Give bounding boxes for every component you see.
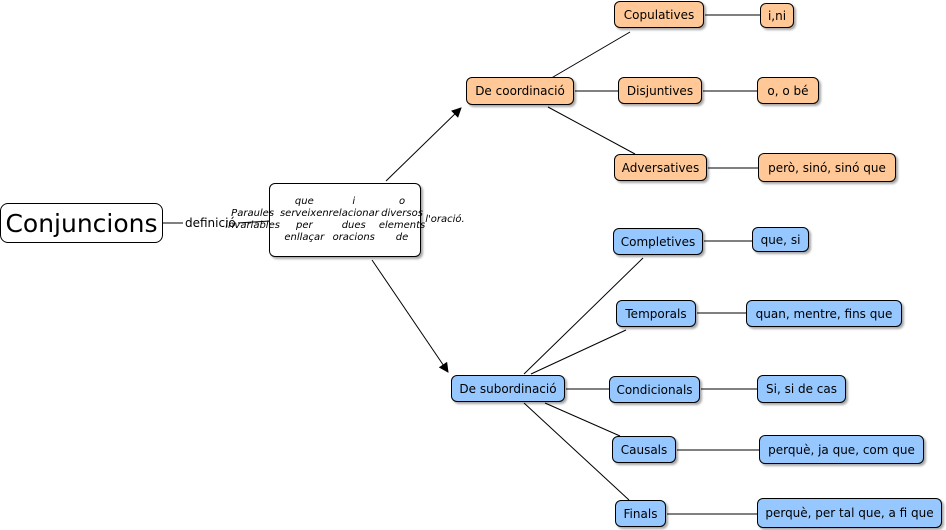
adversatives-node[interactable]: Adversatives — [614, 154, 707, 181]
copulatives-node[interactable]: Copulatives — [614, 1, 704, 28]
link-coord-copulatives — [547, 31, 631, 81]
copulatives-example-node[interactable]: i,ni — [760, 3, 794, 28]
link-sub-completives — [523, 257, 644, 375]
disjuntives-example-node[interactable]: o, o bé — [757, 77, 819, 104]
link-coord-adversatives — [547, 106, 636, 155]
disjuntives-node[interactable]: Disjuntives — [618, 77, 702, 104]
link-sub-causals — [544, 402, 621, 437]
causals-node[interactable]: Causals — [612, 436, 676, 463]
condicionals-node[interactable]: Condicionals — [609, 376, 700, 403]
coordination-node[interactable]: De coordinació — [466, 77, 574, 105]
finals-example-node[interactable]: perquè, per tal que, a fi que — [757, 498, 942, 528]
definition-line-4: o diversos elements de — [378, 196, 426, 243]
subordination-node[interactable]: De subordinació — [451, 375, 565, 402]
completives-example-node[interactable]: que, si — [752, 227, 809, 252]
temporals-node[interactable]: Temporals — [616, 300, 696, 327]
arrow-to-subordination — [371, 259, 449, 373]
definition-line-2: que serveixen per enllaçar — [279, 196, 329, 243]
causals-example-node[interactable]: perquè, ja que, com que — [759, 435, 924, 464]
main-concept-node[interactable]: Conjuncions — [0, 203, 163, 243]
finals-node[interactable]: Finals — [615, 500, 666, 527]
arrow-to-coordination — [385, 107, 462, 182]
definition-line-3: i relacionar dues oracions — [328, 196, 379, 243]
temporals-example-node[interactable]: quan, mentre, fins que — [746, 300, 902, 327]
link-sub-finals — [523, 402, 630, 501]
condicionals-example-node[interactable]: Si, si de cas — [757, 375, 846, 403]
definition-line-1: Paraules invariables — [225, 208, 280, 231]
definition-node[interactable]: Paraules invariables que serveixen per e… — [225, 183, 465, 257]
definition-line-5: l'oració. — [425, 214, 465, 225]
link-sub-temporals — [530, 329, 627, 375]
completives-node[interactable]: Completives — [613, 228, 703, 255]
link-label-definition — [236, 220, 271, 224]
definition-link-label: definició — [183, 216, 238, 230]
adversatives-example-node[interactable]: però, sinó, sinó que — [758, 153, 896, 182]
